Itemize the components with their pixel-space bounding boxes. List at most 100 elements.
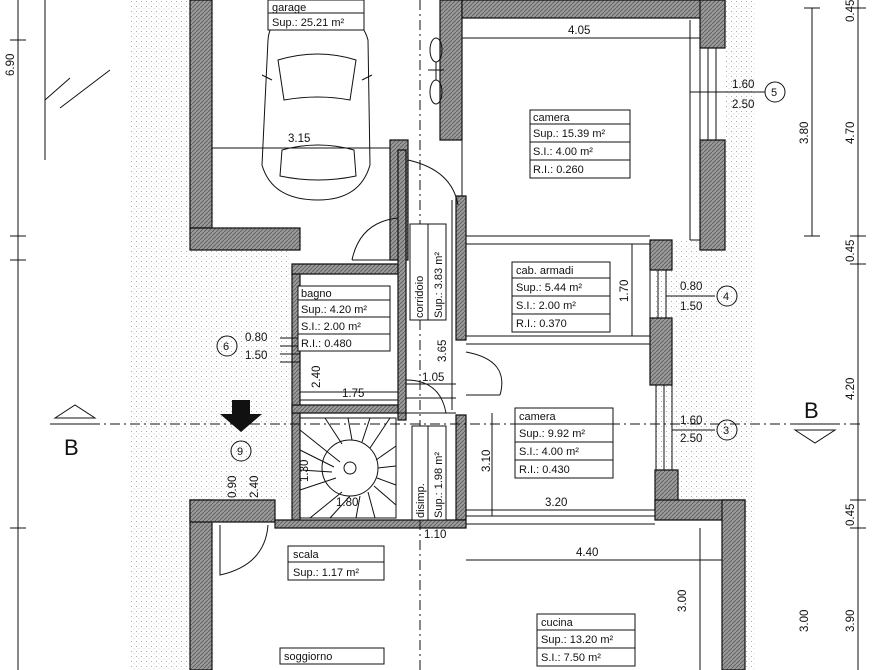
dim-window5-w: 1.60 — [732, 79, 754, 91]
dim-window4-h: 1.50 — [680, 301, 702, 313]
bagno-sup: Sup.: 4.20 m² — [301, 304, 367, 316]
camera-top-ri: R.I.: 0.260 — [533, 164, 584, 176]
garage-wall-left — [189, 0, 213, 229]
marker-9: 9 — [230, 440, 252, 462]
dim-right-300: 3.00 — [799, 610, 811, 632]
door-disimp — [405, 379, 447, 414]
window-4-frame — [649, 270, 667, 318]
bicycle-icon — [428, 37, 444, 105]
disimp-name: disimp. — [415, 483, 427, 518]
garage-table: garage Sup.: 25.21 m² — [267, 0, 365, 31]
right-wall-bottom-side — [721, 499, 746, 670]
cucina-name: cucina — [541, 617, 574, 629]
camera-mid-sup: Sup.: 9.92 m² — [519, 428, 585, 440]
dim-line-right-inner — [804, 7, 820, 237]
dim-disimp-w: 1.10 — [424, 529, 446, 541]
staircase — [299, 417, 397, 519]
corridoio-table: corridoio Sup.: 3.83 m² — [409, 223, 447, 321]
camera-mid-table: camera Sup.: 9.92 m² S.I.: 4.00 m² R.I.:… — [514, 407, 614, 479]
section-marker-left-arrow — [53, 404, 97, 425]
corridor-line — [300, 391, 456, 414]
dim-right-390: 3.90 — [845, 610, 857, 632]
right-wall-upper — [699, 139, 726, 251]
svg-text:6: 6 — [223, 341, 229, 353]
camera-mid-ri: R.I.: 0.430 — [519, 464, 570, 476]
dim-window6-w: 0.80 — [245, 332, 267, 344]
dim-window9-w: 0.90 — [227, 476, 239, 498]
dim-window5-h: 2.50 — [732, 99, 754, 111]
door-soggiorno — [219, 524, 269, 576]
svg-text:9: 9 — [237, 446, 243, 458]
scala-table: scala Sup.: 1.17 m² — [287, 545, 385, 581]
camera-divider — [466, 235, 650, 245]
scala-sup: Sup.: 1.17 m² — [293, 567, 359, 579]
dim-camera-mid-h: 3.10 — [481, 450, 493, 472]
lower-wall-left — [189, 499, 213, 670]
dim-corridoio-len: 3.65 — [437, 340, 449, 362]
cabina-si: S.I.: 2.00 m² — [516, 300, 576, 312]
cabina-name: cab. armadi — [516, 265, 573, 277]
section-marker-right-arrow — [793, 423, 837, 444]
dim-camera-mid-w: 3.20 — [545, 497, 567, 509]
marker-6: 6 — [216, 335, 238, 357]
dim-right-top: 0.45 — [845, 0, 857, 22]
svg-text:3: 3 — [723, 425, 729, 437]
soggiorno-table: soggiorno — [279, 647, 385, 665]
corridoio-wall-left — [397, 149, 407, 421]
dim-window9-h: 2.40 — [249, 476, 261, 498]
lower-wall-top — [189, 499, 276, 523]
dim-bagno-w: 1.75 — [342, 388, 364, 400]
stair-wall-bottom — [274, 519, 467, 529]
marker-5: 5 — [764, 81, 786, 103]
section-label-left: B — [64, 435, 79, 460]
dim-corridor-gap: 1.05 — [422, 372, 444, 384]
dim-window4-w: 0.80 — [680, 281, 702, 293]
garage-name: garage — [272, 2, 306, 14]
dim-cucina-w: 4.40 — [576, 547, 598, 559]
upper-wall-top — [461, 0, 726, 19]
dim-bagno-h: 2.40 — [311, 366, 323, 388]
cabina-divider — [466, 335, 650, 345]
camera-mid-si: S.I.: 4.00 m² — [519, 446, 579, 458]
dim-right-420: 4.20 — [845, 378, 857, 400]
dim-cucina-h: 3.00 — [677, 590, 689, 612]
section-label-right: B — [804, 398, 819, 423]
right-wall-mid — [649, 239, 673, 271]
dim-stair-w: 1.80 — [336, 497, 358, 509]
dim-line-left-inner — [44, 0, 111, 160]
door-camera-mid — [465, 351, 503, 396]
car-icon — [261, 7, 373, 201]
camera-top-table: camera Sup.: 15.39 m² S.I.: 4.00 m² R.I.… — [529, 109, 631, 179]
terrain-band — [190, 230, 290, 500]
scala-name: scala — [293, 549, 320, 561]
right-wall-mid2 — [649, 317, 673, 386]
cabina-sup: Sup.: 5.44 m² — [516, 282, 582, 294]
cucina-table: cucina Sup.: 13.20 m² S.I.: 7.50 m² — [536, 613, 636, 667]
garage-sup: Sup.: 25.21 m² — [272, 17, 344, 29]
window-3-frame — [655, 385, 673, 470]
door-garage — [407, 159, 459, 206]
cucina-si: S.I.: 7.50 m² — [541, 652, 601, 664]
camera-mid-bottom — [466, 515, 655, 525]
bagno-name: bagno — [301, 288, 332, 300]
marker-3: 3 — [716, 419, 738, 441]
marker-4: 4 — [716, 285, 738, 307]
bagno-wall-top — [291, 263, 399, 275]
dim-window3-h: 2.50 — [680, 433, 702, 445]
cabina-ri: R.I.: 0.370 — [516, 318, 567, 330]
cabina-table: cab. armadi Sup.: 5.44 m² S.I.: 2.00 m² … — [511, 261, 611, 333]
stair-wall-right — [455, 414, 467, 521]
right-wall-top — [699, 0, 726, 49]
disimp-table: disimp. Sup.: 1.98 m² — [411, 425, 447, 521]
dim-stair-h: 1.30 — [299, 460, 311, 482]
dim-line-right — [850, 0, 866, 670]
entrance-arrow-icon — [220, 400, 262, 432]
dim-garage-width: 3.15 — [288, 133, 310, 145]
garage-wall-bottom — [189, 227, 301, 251]
svg-text:5: 5 — [771, 87, 777, 99]
camera-top-inner-right — [689, 20, 700, 241]
corridoio-name: corridoio — [414, 276, 426, 318]
door-bagno — [351, 217, 399, 261]
dim-left-total: 6.90 — [5, 54, 17, 76]
